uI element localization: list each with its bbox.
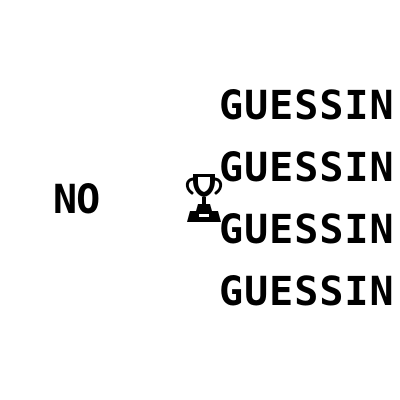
guessing-label: GUESSIN bbox=[219, 207, 395, 253]
no-label: NO bbox=[53, 177, 100, 223]
trophy-icon bbox=[184, 171, 224, 223]
guessing-label: GUESSIN bbox=[219, 269, 395, 315]
guessing-label: GUESSIN bbox=[219, 145, 395, 191]
guessing-labels-list: GUESSIN GUESSIN GUESSIN GUESSIN bbox=[219, 82, 395, 330]
guessing-label: GUESSIN bbox=[219, 83, 395, 129]
